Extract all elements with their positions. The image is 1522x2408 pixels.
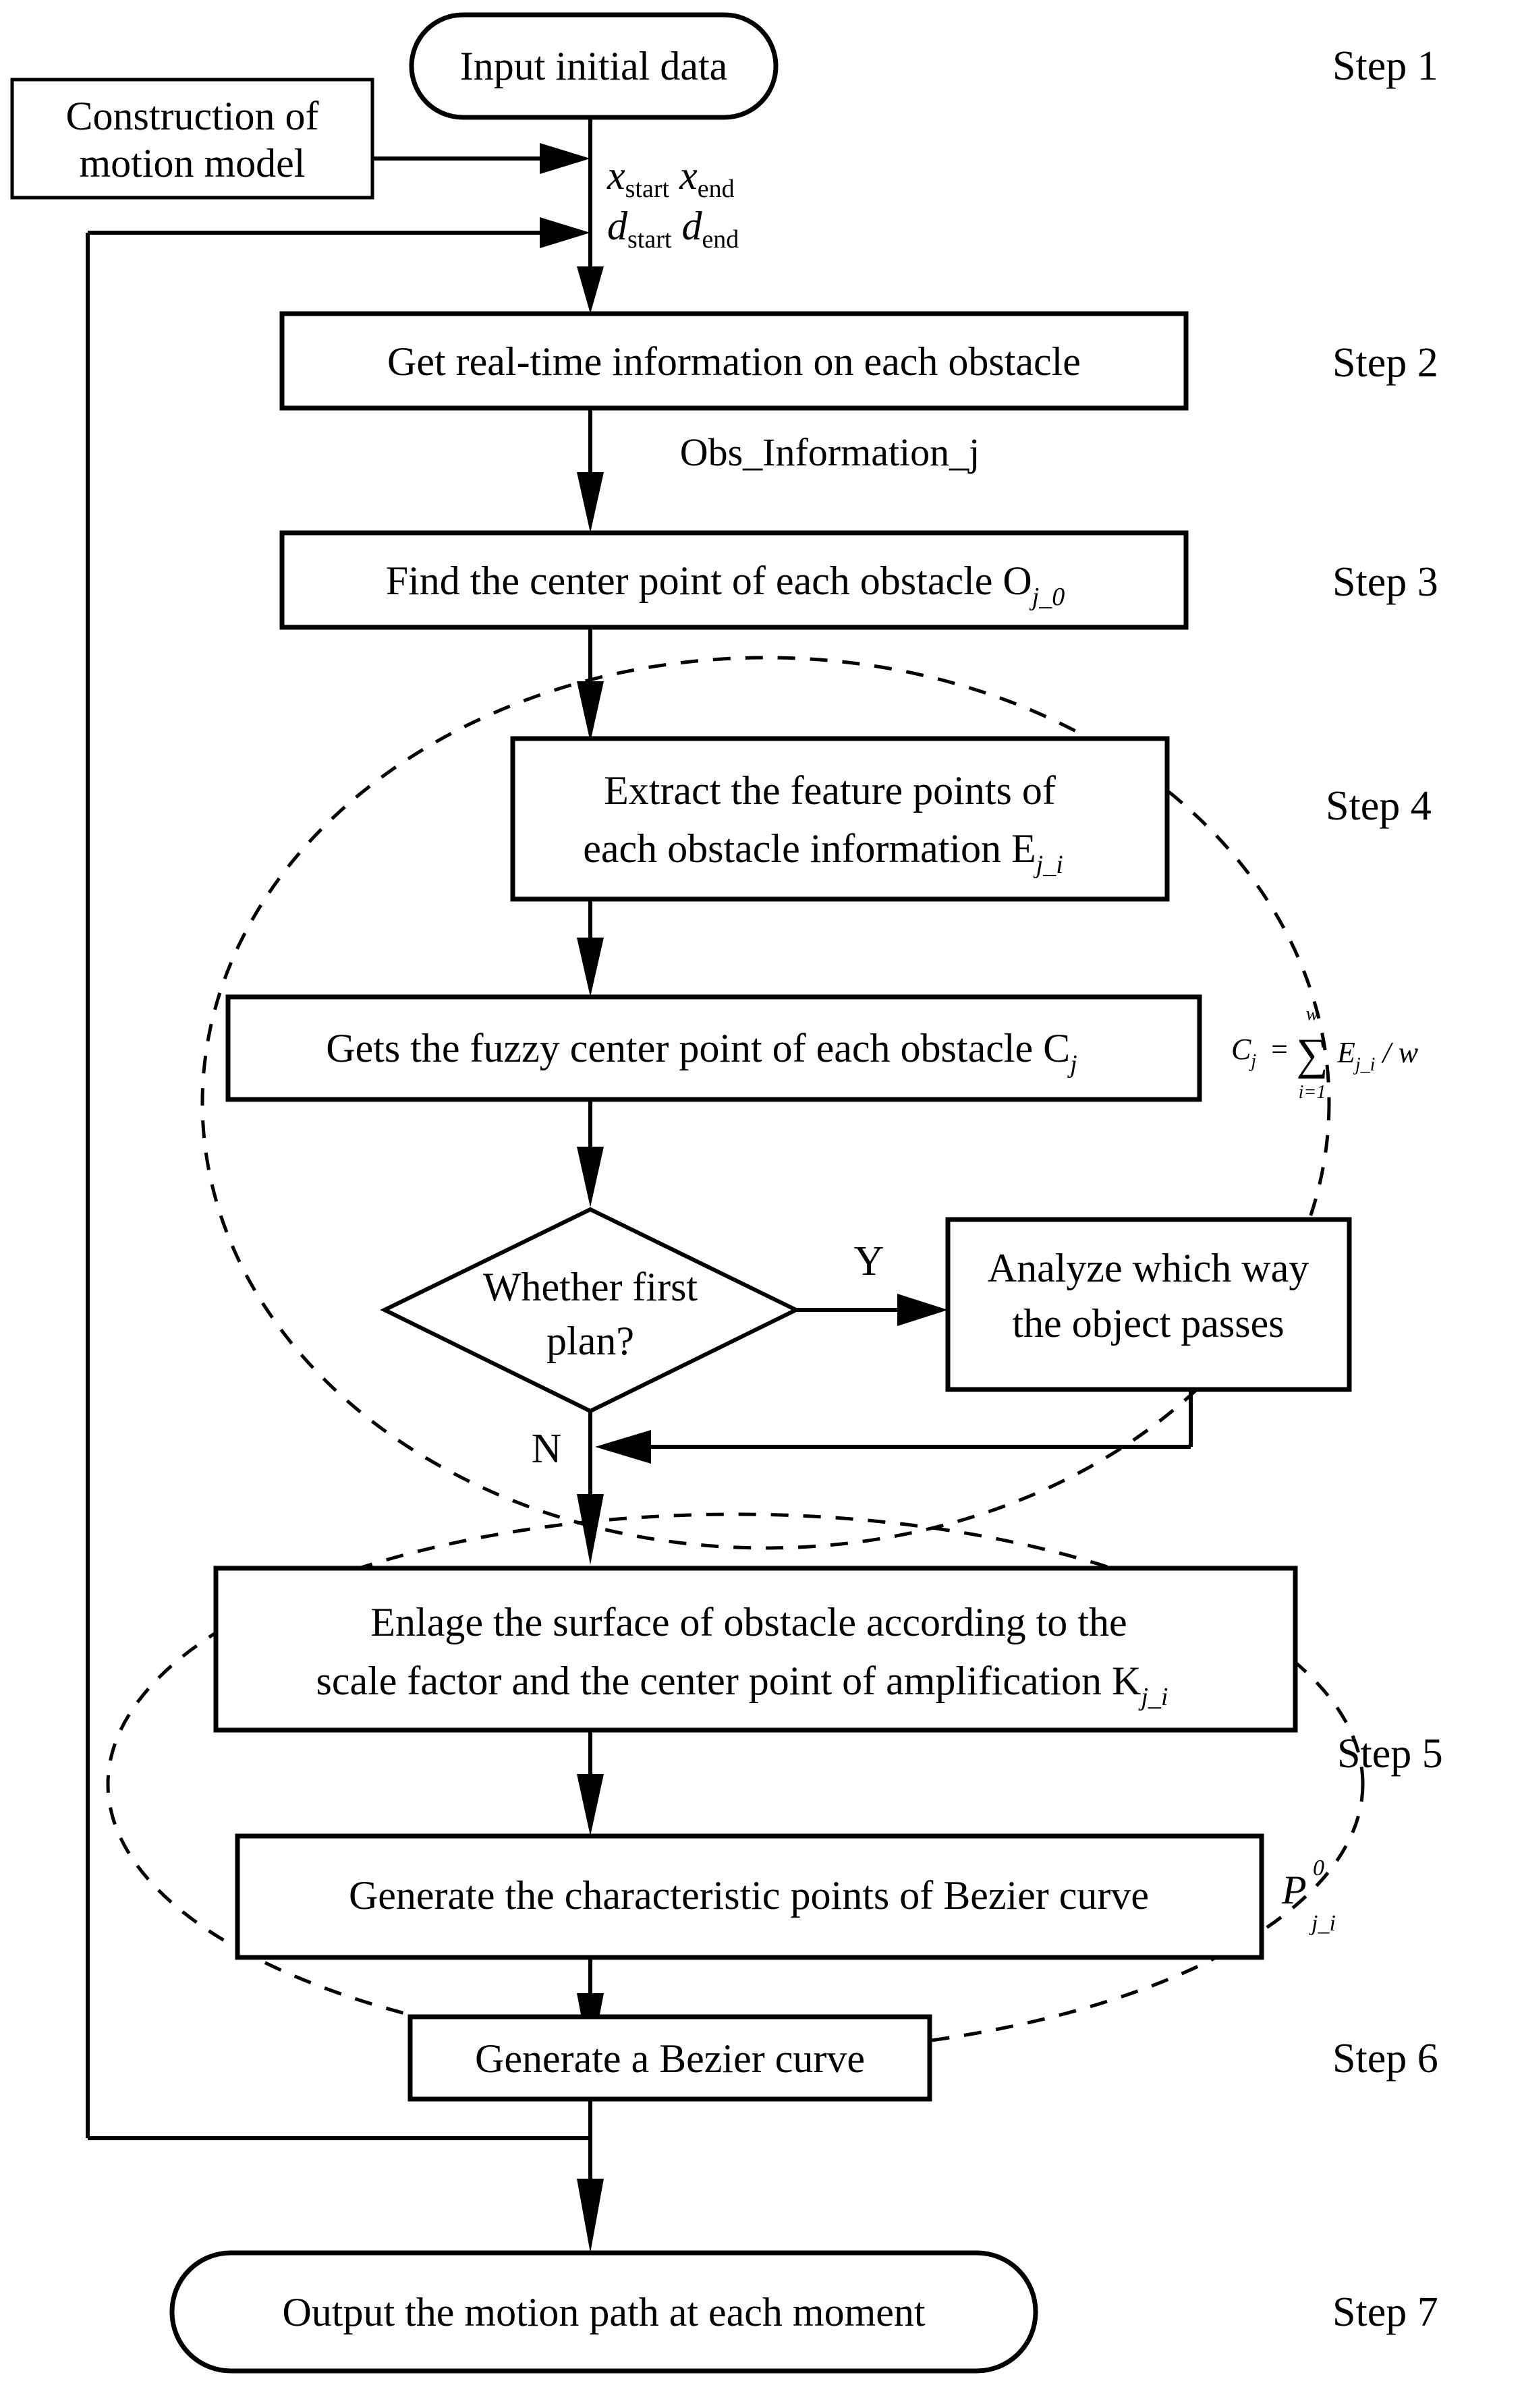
arrowhead-analyze-return xyxy=(595,1430,651,1464)
node-output-label: Output the motion path at each moment xyxy=(282,2290,925,2334)
step-label-5: Step 5 xyxy=(1337,1731,1443,1777)
arrowhead-yes xyxy=(897,1294,948,1326)
arrowhead-to-output xyxy=(577,2179,604,2253)
formula-term: Ej_i / w xyxy=(1336,1036,1419,1075)
node-gets-fuzzy-center[interactable] xyxy=(225,994,1202,1102)
arrowhead-feedback xyxy=(540,217,590,248)
node-characteristic-label: Generate the characteristic points of Be… xyxy=(349,1873,1149,1918)
arrowhead-to-find-center xyxy=(577,472,604,533)
edge-label-no: N xyxy=(532,1426,562,1472)
formula-fuzzy-center: Cj = ∑ w i=1 Ej_i / w xyxy=(1231,1004,1419,1103)
arrowhead-to-characteristic xyxy=(577,1774,604,1836)
label-characteristic-point-symbol: P 0 j_i xyxy=(1281,1856,1336,1936)
arrowhead-to-enlarge xyxy=(577,1494,604,1565)
node-analyze-line1: Analyze which way xyxy=(988,1246,1309,1290)
edge-label-obs-information: Obs_Information_j xyxy=(680,430,980,474)
node-analyze-line2: the object passes xyxy=(1012,1301,1284,1346)
node-generate-bezier-label: Generate a Bezier curve xyxy=(475,2036,865,2081)
node-enlarge-line1: Enlage the surface of obstacle according… xyxy=(370,1600,1127,1644)
node-enlarge-line2: scale factor and the center point of amp… xyxy=(316,1659,1168,1711)
node-generate-characteristic-points[interactable] xyxy=(235,1833,1264,1960)
edge-label-x-start-end: xstart xend xyxy=(607,153,735,203)
formula-sum-lower: i=1 xyxy=(1299,1082,1326,1103)
edge-label-yes: Y xyxy=(854,1238,884,1284)
node-extract-feature-points[interactable] xyxy=(510,736,1170,902)
node-extract-line2: each obstacle information Ej_i xyxy=(583,826,1063,879)
node-enlarge-obstacle-surface[interactable] xyxy=(213,1566,1298,1733)
node-generate-bezier-curve[interactable] xyxy=(407,2014,932,2102)
arrowhead-to-get-info xyxy=(577,266,604,314)
node-construction-motion-model[interactable] xyxy=(10,78,374,200)
step-label-7: Step 7 xyxy=(1332,2289,1438,2335)
edge-label-d-start-end: dstart dend xyxy=(607,204,739,254)
node-construction-line1: Construction of xyxy=(66,94,319,138)
arrowhead-to-extract xyxy=(577,681,604,742)
node-extract-line1: Extract the feature points of xyxy=(604,768,1056,813)
step-label-2: Step 2 xyxy=(1332,340,1438,386)
node-get-info-label: Get real-time information on each obstac… xyxy=(387,339,1081,384)
step-label-4: Step 4 xyxy=(1326,783,1432,829)
node-input-initial-data-label: Input initial data xyxy=(460,44,728,88)
node-analyze-object-path[interactable] xyxy=(945,1217,1352,1392)
node-output-motion-path[interactable] xyxy=(169,2250,1038,2374)
symbol-P-superscript: 0 xyxy=(1313,1856,1324,1881)
node-construction-line2: motion model xyxy=(80,141,306,185)
step-label-6: Step 6 xyxy=(1332,2036,1438,2082)
node-find-center-label: Find the center point of each obstacle O… xyxy=(386,558,1065,611)
node-fuzzy-center-label: Gets the fuzzy center point of each obst… xyxy=(326,1026,1077,1079)
decision-label-line1: Whether first xyxy=(483,1265,698,1309)
step5-group-ellipse xyxy=(106,1512,1365,2056)
formula-sum-upper: w xyxy=(1306,1004,1319,1025)
step4-group-ellipse xyxy=(200,656,1331,1550)
step-label-1: Step 1 xyxy=(1332,43,1438,89)
arrowhead-to-decision xyxy=(577,1147,604,1207)
symbol-P-subscript: j_i xyxy=(1309,1911,1336,1936)
formula-sum-glyph: ∑ xyxy=(1296,1030,1328,1079)
arrowhead-construction xyxy=(540,143,590,174)
decision-label-line2: plan? xyxy=(546,1319,634,1363)
decision-diamond-first-plan xyxy=(380,1207,801,1414)
step-label-3: Step 3 xyxy=(1332,559,1438,605)
symbol-P-base: P xyxy=(1281,1868,1307,1912)
node-find-center-point[interactable] xyxy=(279,530,1189,630)
formula-lhs: Cj = xyxy=(1231,1033,1288,1072)
arrowhead-to-fuzzy xyxy=(577,938,604,997)
node-input-initial-data[interactable] xyxy=(409,12,779,120)
node-get-realtime-information[interactable] xyxy=(279,311,1189,411)
